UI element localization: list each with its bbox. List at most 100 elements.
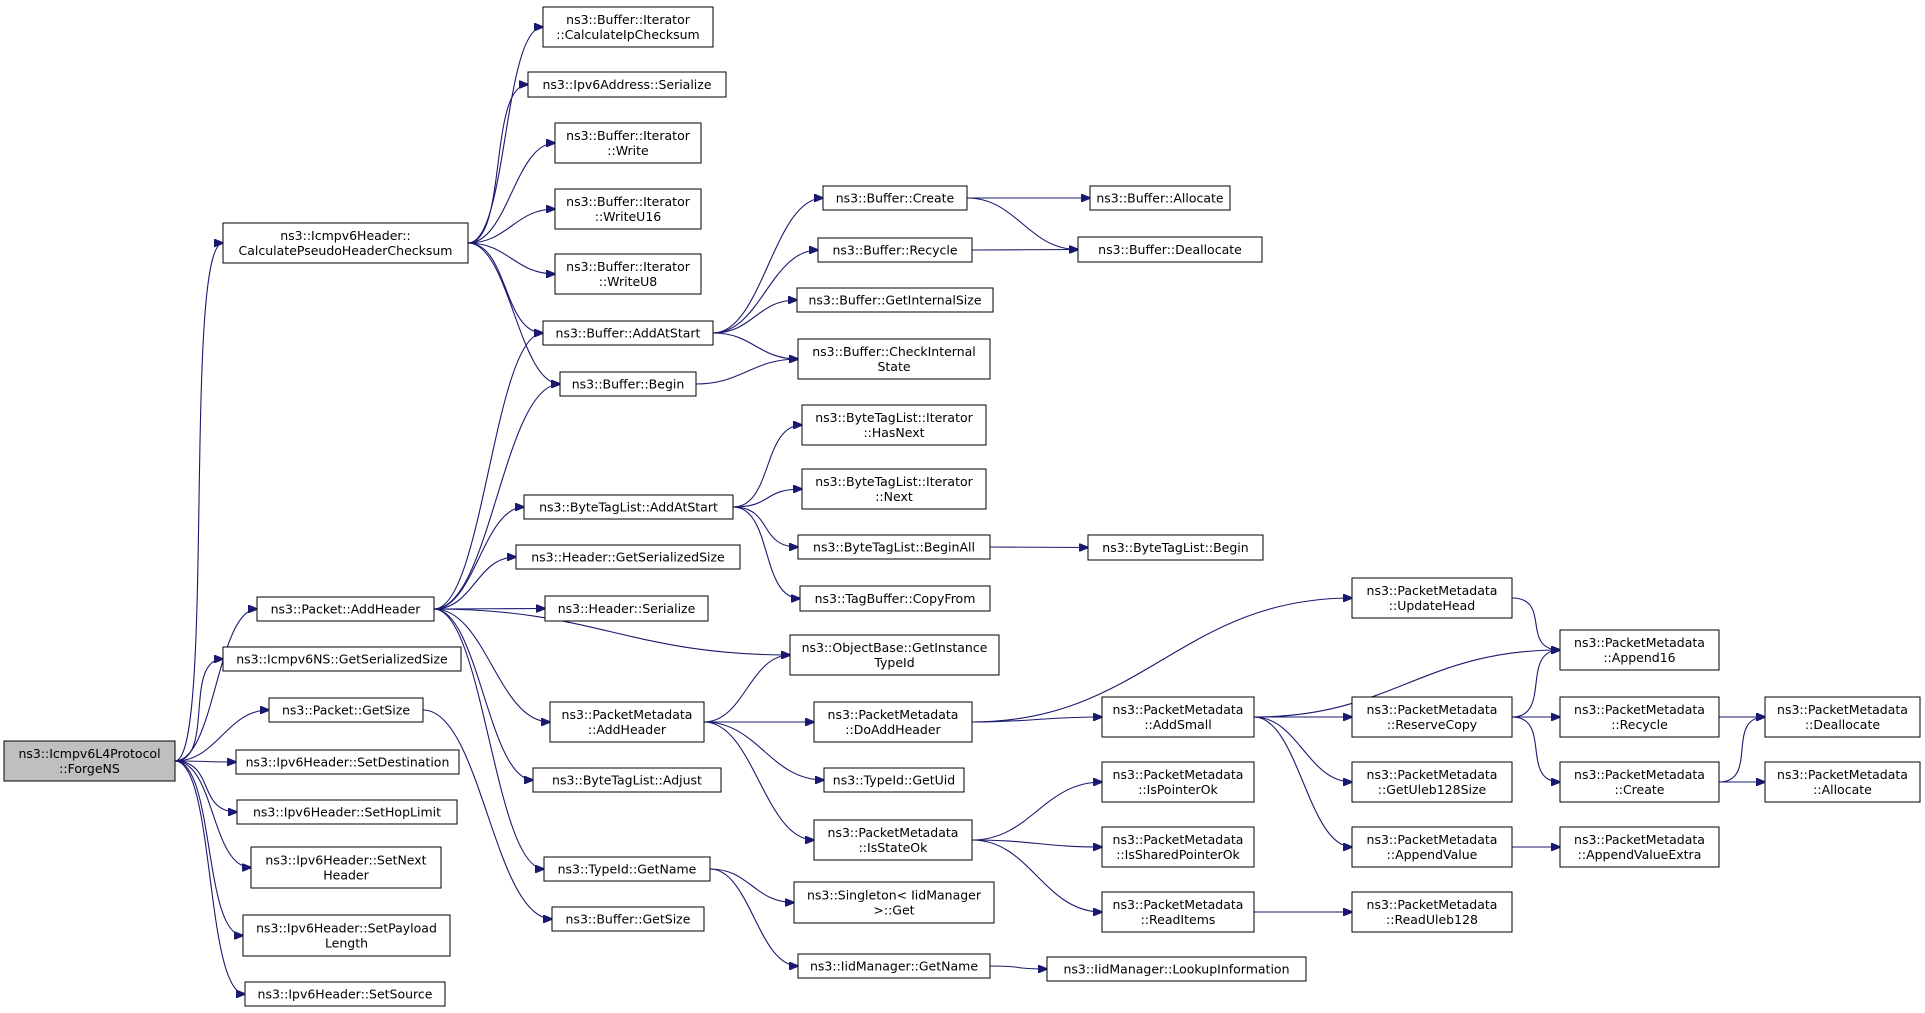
- node-ipv6_sethop[interactable]: ns3::Ipv6Header::SetHopLimit: [236, 799, 458, 825]
- node-box: [789, 634, 1000, 676]
- node-buf_getinternal[interactable]: ns3::Buffer::GetInternalSize: [796, 287, 994, 313]
- node-icmpns_getser[interactable]: ns3::Icmpv6NS::GetSerializedSize: [222, 646, 462, 672]
- node-hdr_ser[interactable]: ns3::Header::Serialize: [544, 595, 709, 622]
- node-label: >::Get: [873, 903, 914, 918]
- edge-forge_ns-to-pkt_getsize: [174, 710, 269, 762]
- node-label: ns3::TypeId::GetUid: [833, 773, 955, 788]
- edge-forge_ns-to-ipv6_sethop: [174, 760, 237, 812]
- node-pm_addsmall[interactable]: ns3::PacketMetadata::AddSmall: [1101, 696, 1255, 738]
- node-ipv6_setsource[interactable]: ns3::Ipv6Header::SetSource: [244, 981, 446, 1007]
- node-btl_adjust[interactable]: ns3::ByteTagList::Adjust: [532, 767, 722, 793]
- edge-calc_pseudo-to-iter_writeu16: [467, 209, 555, 244]
- edge-calc_pseudo-to-buf_begin: [467, 242, 560, 384]
- node-box: [1101, 826, 1255, 868]
- node-buf_recycle[interactable]: ns3::Buffer::Recycle: [817, 237, 973, 263]
- node-ipv6_setdest[interactable]: ns3::Ipv6Header::SetDestination: [235, 749, 460, 775]
- node-pm_appendvalue[interactable]: ns3::PacketMetadata::AppendValue: [1351, 826, 1513, 868]
- node-label: ns3::PacketMetadata: [1574, 767, 1705, 782]
- node-pm_addheader[interactable]: ns3::PacketMetadata::AddHeader: [549, 701, 705, 743]
- node-pm_getuleb[interactable]: ns3::PacketMetadata::GetUleb128Size: [1351, 761, 1513, 803]
- node-buf_begin[interactable]: ns3::Buffer::Begin: [559, 371, 697, 397]
- node-typeid_getuid[interactable]: ns3::TypeId::GetUid: [823, 767, 965, 793]
- node-buf_getsize[interactable]: ns3::Buffer::GetSize: [551, 906, 705, 932]
- node-typeid_getname[interactable]: ns3::TypeId::GetName: [543, 856, 711, 882]
- node-pm_recycle[interactable]: ns3::PacketMetadata::Recycle: [1559, 696, 1720, 738]
- node-label: ns3::ByteTagList::BeginAll: [813, 540, 975, 555]
- node-box: [527, 71, 727, 98]
- node-ipv6addr_ser[interactable]: ns3::Ipv6Address::Serialize: [527, 71, 727, 98]
- node-iter_write[interactable]: ns3::Buffer::Iterator::Write: [554, 122, 702, 164]
- node-btl_iter_next[interactable]: ns3::ByteTagList::Iterator::Next: [801, 468, 987, 510]
- node-label: ns3::Buffer::Iterator: [566, 194, 691, 209]
- node-buf_deallocate[interactable]: ns3::Buffer::Deallocate: [1077, 236, 1263, 263]
- edge-typeid_getname-to-iid_getname: [709, 868, 798, 966]
- edge-forge_ns-to-icmpns_getser: [174, 659, 223, 762]
- node-label: ns3::Buffer::Begin: [572, 377, 685, 392]
- node-pm_doaddheader[interactable]: ns3::PacketMetadata::DoAddHeader: [813, 701, 973, 743]
- edge-forge_ns-to-ipv6_setpayload: [174, 760, 243, 936]
- node-box: [543, 856, 711, 882]
- node-box: [256, 596, 435, 622]
- node-tagbuf_copy[interactable]: ns3::TagBuffer::CopyFrom: [799, 585, 991, 612]
- node-label: ::ReadItems: [1141, 912, 1216, 927]
- node-label: ::ReserveCopy: [1387, 717, 1478, 732]
- node-label: ns3::TagBuffer::CopyFrom: [815, 591, 976, 606]
- node-label: ns3::IidManager::LookupInformation: [1063, 962, 1289, 977]
- node-buf_create[interactable]: ns3::Buffer::Create: [822, 185, 968, 211]
- node-btl_addatstart[interactable]: ns3::ByteTagList::AddAtStart: [523, 494, 734, 520]
- node-box: [1559, 761, 1720, 803]
- node-btl_beginall[interactable]: ns3::ByteTagList::BeginAll: [797, 534, 991, 560]
- node-box: [236, 799, 458, 825]
- node-iter_writeu8[interactable]: ns3::Buffer::Iterator::WriteU8: [554, 253, 702, 295]
- node-label: ::ForgeNS: [59, 761, 120, 776]
- node-hdr_getser[interactable]: ns3::Header::GetSerializedSize: [515, 544, 741, 570]
- node-label: ns3::PacketMetadata: [1574, 635, 1705, 650]
- node-pm_readitems[interactable]: ns3::PacketMetadata::ReadItems: [1101, 891, 1255, 933]
- node-pm_allocate[interactable]: ns3::PacketMetadata::Allocate: [1764, 761, 1921, 803]
- edge-pm_reservecopy-to-pm_append16: [1511, 650, 1560, 718]
- node-iid_lookup[interactable]: ns3::IidManager::LookupInformation: [1046, 956, 1307, 982]
- edge-pm_updatehead-to-pm_append16: [1511, 597, 1560, 650]
- node-pm_appendvalextra[interactable]: ns3::PacketMetadata::AppendValueExtra: [1559, 826, 1720, 868]
- node-calc_pseudo[interactable]: ns3::Icmpv6Header::CalculatePseudoHeader…: [222, 222, 469, 264]
- node-pm_create[interactable]: ns3::PacketMetadata::Create: [1559, 761, 1720, 803]
- node-pm_append16[interactable]: ns3::PacketMetadata::Append16: [1559, 629, 1720, 671]
- node-box: [797, 338, 991, 380]
- node-box: [801, 468, 987, 510]
- node-pkt_getsize[interactable]: ns3::Packet::GetSize: [268, 697, 424, 723]
- node-box: [797, 953, 991, 979]
- edge-pm_create-to-pm_deallocate: [1718, 717, 1765, 783]
- edge-calc_pseudo-to-buf_addatstart: [467, 242, 543, 333]
- node-pm_readuleb[interactable]: ns3::PacketMetadata::ReadUleb128: [1351, 891, 1513, 933]
- node-pm_ispointerok[interactable]: ns3::PacketMetadata::IsPointerOk: [1101, 761, 1255, 803]
- edge-calc_pseudo-to-iter_calc_ip: [467, 27, 543, 244]
- node-box: [1559, 826, 1720, 868]
- edge-typeid_getname-to-singleton_get: [709, 868, 794, 903]
- node-btl_iter_hasnext[interactable]: ns3::ByteTagList::Iterator::HasNext: [801, 404, 987, 446]
- node-btl_begin[interactable]: ns3::ByteTagList::Begin: [1087, 534, 1264, 561]
- edge-calc_pseudo-to-iter_write: [467, 143, 555, 244]
- node-singleton_get[interactable]: ns3::Singleton< IidManager>::Get: [793, 881, 995, 924]
- node-iid_getname[interactable]: ns3::IidManager::GetName: [797, 953, 991, 979]
- node-pm_reservecopy[interactable]: ns3::PacketMetadata::ReserveCopy: [1351, 696, 1513, 738]
- node-pkt_addheader[interactable]: ns3::Packet::AddHeader: [256, 596, 435, 622]
- node-pm_updatehead[interactable]: ns3::PacketMetadata::UpdateHead: [1351, 577, 1513, 619]
- node-pm_isstateok[interactable]: ns3::PacketMetadata::IsStateOk: [813, 819, 973, 861]
- node-box: [1077, 236, 1263, 263]
- node-iter_writeu16[interactable]: ns3::Buffer::Iterator::WriteU16: [554, 188, 702, 230]
- node-buf_allocate[interactable]: ns3::Buffer::Allocate: [1089, 185, 1231, 211]
- node-box: [268, 697, 424, 723]
- node-pm_deallocate[interactable]: ns3::PacketMetadata::Deallocate: [1764, 696, 1921, 738]
- node-iter_calc_ip[interactable]: ns3::Buffer::Iterator::CalculateIpChecks…: [542, 6, 714, 48]
- node-box: [1101, 891, 1255, 933]
- node-pm_issharedok[interactable]: ns3::PacketMetadata::IsSharedPointerOk: [1101, 826, 1255, 868]
- node-forge_ns[interactable]: ns3::Icmpv6L4Protocol::ForgeNS: [3, 740, 176, 782]
- node-buf_addatstart[interactable]: ns3::Buffer::AddAtStart: [542, 320, 714, 346]
- node-label: ns3::ByteTagList::Adjust: [552, 773, 702, 788]
- node-box: [549, 701, 705, 743]
- node-label: ns3::PacketMetadata: [1113, 897, 1244, 912]
